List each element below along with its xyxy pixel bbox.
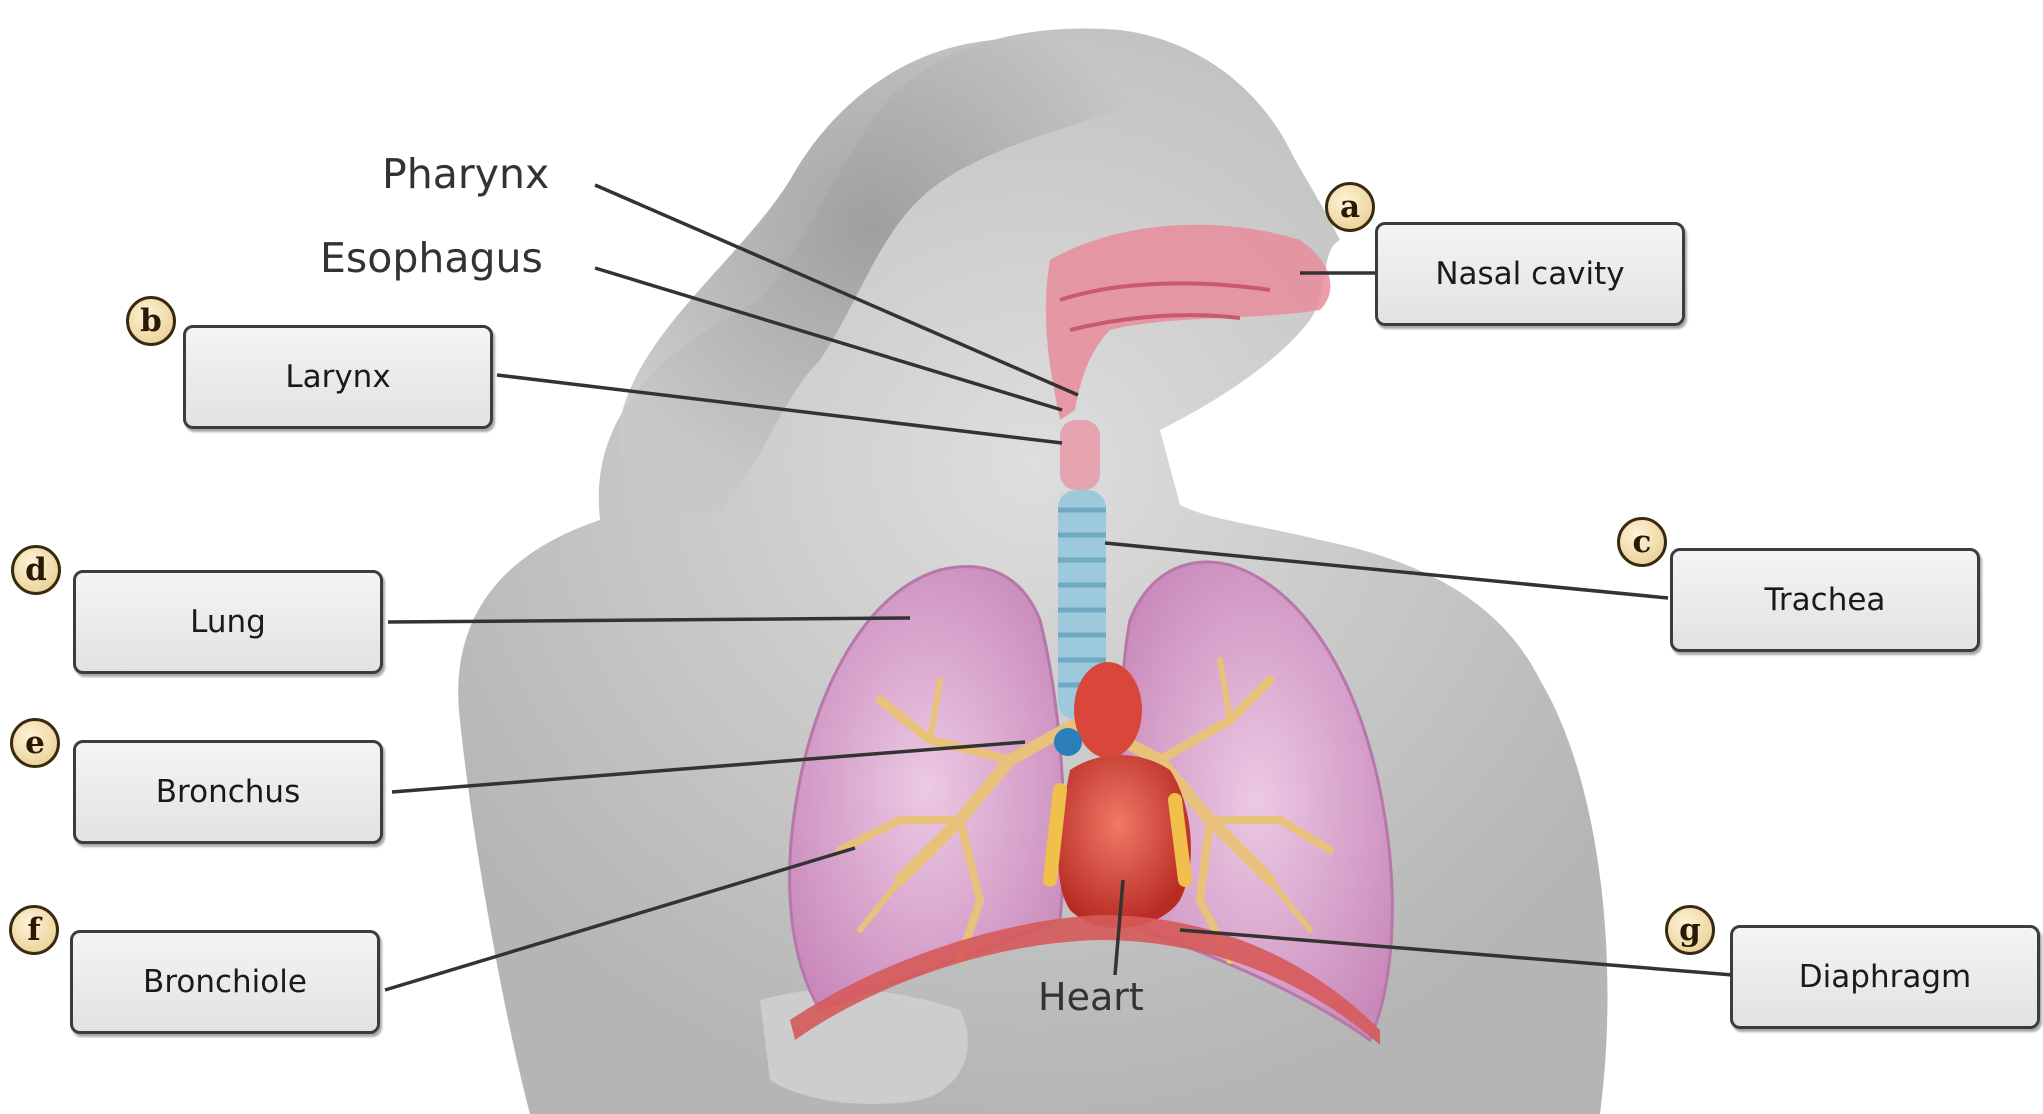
badge-b: b bbox=[126, 296, 176, 346]
heart-label: Heart bbox=[1038, 975, 1144, 1019]
bronchus-box[interactable]: Bronchus bbox=[73, 740, 383, 844]
trachea-box[interactable]: Trachea bbox=[1670, 548, 1980, 652]
nasal-cavity-box[interactable]: Nasal cavity bbox=[1375, 222, 1685, 326]
badge-d: d bbox=[11, 545, 61, 595]
pharynx-label: Pharynx bbox=[382, 150, 549, 198]
diaphragm-box[interactable]: Diaphragm bbox=[1730, 925, 2040, 1029]
badge-f: f bbox=[9, 905, 59, 955]
badge-a: a bbox=[1325, 182, 1375, 232]
larynx-box[interactable]: Larynx bbox=[183, 325, 493, 429]
badge-c: c bbox=[1617, 517, 1667, 567]
bronchiole-box[interactable]: Bronchiole bbox=[70, 930, 380, 1034]
esophagus-label: Esophagus bbox=[320, 234, 543, 282]
lung-box[interactable]: Lung bbox=[73, 570, 383, 674]
badge-e: e bbox=[10, 718, 60, 768]
badge-g: g bbox=[1665, 905, 1715, 955]
